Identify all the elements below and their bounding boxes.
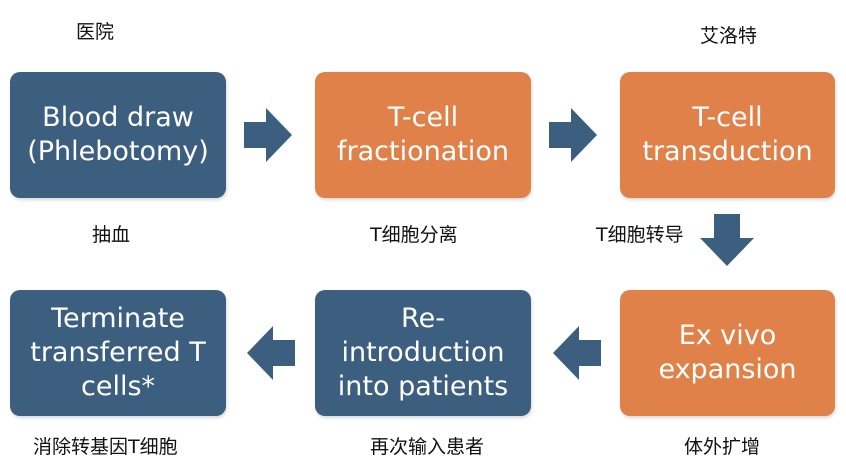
hospital-label: 医院	[76, 21, 115, 43]
step-blood-draw-title: Blood draw (Phlebotomy)	[27, 102, 209, 167]
arrow-right-icon	[549, 108, 597, 162]
step-reintroduction-caption: 再次输入患者	[370, 436, 485, 458]
step-terminate-cells-title: Terminate transferred T cells*	[30, 303, 206, 402]
step-t-cell-transduction-title: T-cell transduction	[642, 102, 813, 167]
arrow-left-icon	[247, 326, 295, 380]
step-blood-draw-caption: 抽血	[92, 224, 131, 246]
step-reintroduction-title: Re- introduction into patients	[337, 303, 509, 402]
arrow-right-icon	[244, 108, 292, 162]
step-blood-draw: Blood draw (Phlebotomy)	[10, 72, 226, 198]
step-ex-vivo-expansion-caption: 体外扩增	[684, 436, 761, 458]
site-label: 艾洛特	[700, 25, 758, 47]
step-ex-vivo-expansion: Ex vivo expansion	[620, 290, 835, 416]
step-t-cell-fractionation-caption: T细胞分离	[370, 224, 458, 246]
step-terminate-cells-caption: 消除转基因T细胞	[33, 436, 178, 458]
step-t-cell-transduction: T-cell transduction	[620, 72, 835, 198]
step-terminate-cells: Terminate transferred T cells*	[10, 290, 226, 416]
step-t-cell-transduction-caption: T细胞转导	[596, 224, 684, 246]
arrow-down-icon	[700, 214, 754, 266]
step-reintroduction: Re- introduction into patients	[315, 290, 531, 416]
step-t-cell-fractionation-title: T-cell fractionation	[337, 102, 509, 167]
arrow-left-icon	[553, 326, 601, 380]
step-ex-vivo-expansion-title: Ex vivo expansion	[658, 320, 797, 385]
step-t-cell-fractionation: T-cell fractionation	[315, 72, 531, 198]
